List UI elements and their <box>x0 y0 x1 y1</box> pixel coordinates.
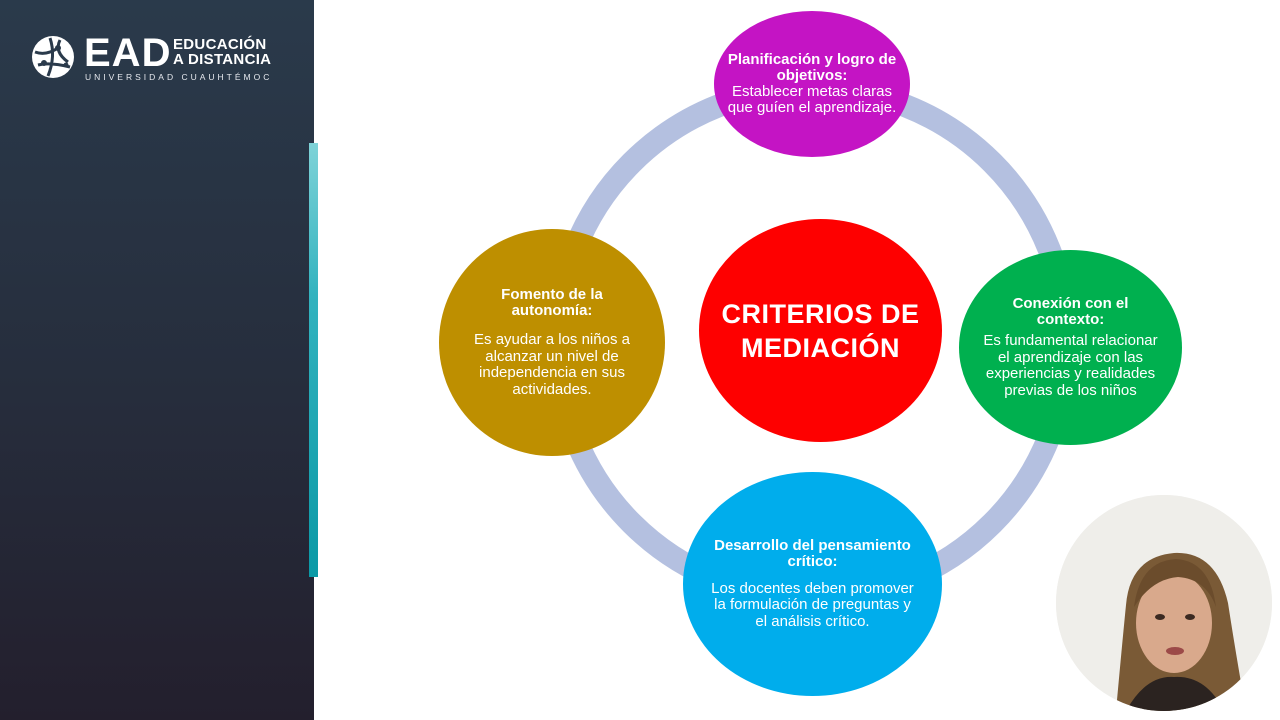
node-body: Los docentes deben promover la formulaci… <box>711 579 914 630</box>
logo-brand: EAD <box>84 31 172 75</box>
node-conexion-contexto: Conexión con el contexto: Es fundamental… <box>959 250 1182 445</box>
center-title: CRITERIOS DE MEDIACIÓN <box>721 298 920 363</box>
node-title: Fomento de la autonomía: <box>501 286 603 319</box>
node-body: Es fundamental relacionar el aprendizaje… <box>983 332 1158 399</box>
node-body: Establecer metas claras que guíen el apr… <box>727 82 897 116</box>
center-criterios: CRITERIOS DE MEDIACIÓN <box>699 219 942 442</box>
ead-logo: EAD EDUCACIÓN A DISTANCIA UNIVERSIDAD CU… <box>30 31 280 84</box>
speaker-portrait <box>1056 495 1272 711</box>
node-body: Es ayudar a los niños a alcanzar un nive… <box>474 331 630 398</box>
node-fomento-autonomia: Fomento de la autonomía: Es ayudar a los… <box>439 229 665 456</box>
node-planificacion: Planificación y logro de objetivos: Esta… <box>714 11 910 157</box>
node-pensamiento-critico: Desarrollo del pensamiento crítico: Los … <box>683 472 942 696</box>
logo-line-1: EDUCACIÓN <box>173 36 267 53</box>
node-title: Desarrollo del pensamiento crítico: <box>714 536 911 570</box>
logo-line-2: A DISTANCIA <box>173 51 272 68</box>
globe-logo-icon <box>32 36 74 78</box>
logo-subtitle: UNIVERSIDAD CUAUHTÉMOC <box>85 72 273 82</box>
speaker-video <box>1056 495 1272 711</box>
sidebar-panel: EAD EDUCACIÓN A DISTANCIA UNIVERSIDAD CU… <box>0 0 314 720</box>
node-title: Planificación y logro de objetivos: <box>727 50 897 84</box>
accent-bar <box>309 143 318 577</box>
node-title: Conexión con el contexto: <box>1012 295 1129 328</box>
